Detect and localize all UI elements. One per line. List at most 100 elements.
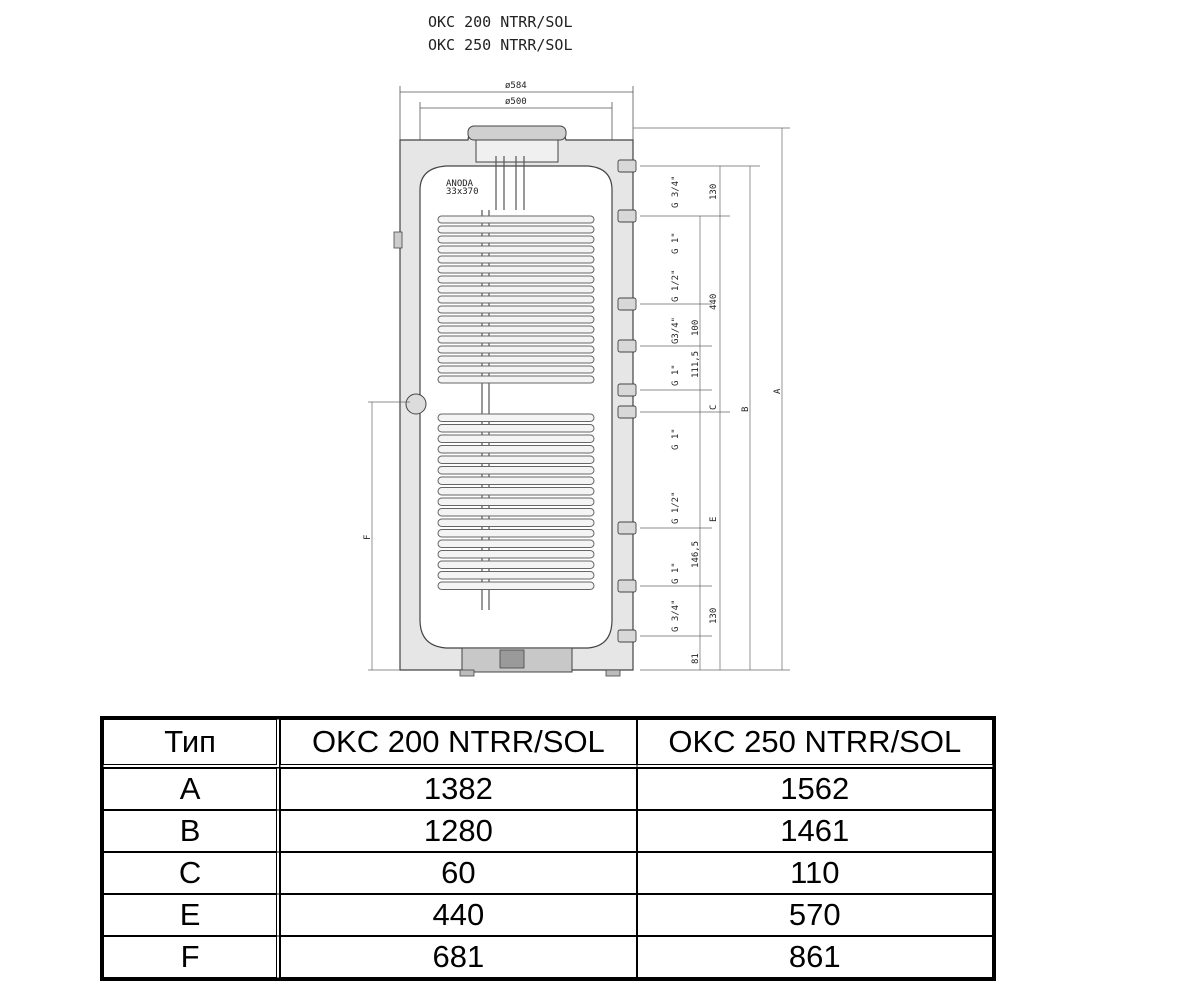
coil-turn [437,455,595,464]
thread-label: G 3/4" [671,175,681,208]
tank-technical-drawing: OKC 200 NTRR/SOL OKC 250 NTRR/SOL ø584 ø… [363,13,790,677]
coil-turn [437,365,595,374]
table-row: F 681 861 [103,936,993,978]
coil-turn [437,225,595,234]
top-cover [467,125,567,141]
coil-turn [437,434,595,443]
coil-turn [437,571,595,580]
feet [459,669,621,677]
pipe-connection [617,383,637,397]
coil-turn [437,518,595,527]
dimension-value: 146,5 [691,541,701,568]
thread-label: G 1/2" [671,491,681,524]
thread-label: G 1" [671,562,681,584]
coil-turn [437,285,595,294]
thread-label: G 1" [671,232,681,254]
table-row: E 440 570 [103,894,993,936]
coil-turn [437,335,595,344]
upper-heat-exchanger-coil [437,215,595,384]
coil-turn [437,355,595,364]
coil-turn [437,476,595,485]
right-dimension-lines [368,127,790,671]
thread-label: G 1" [671,428,681,450]
anode-label: ANODA [446,179,474,189]
coil-turn [437,245,595,254]
drain-valve [499,649,525,669]
left-thermometer-socket [393,231,403,249]
coil-turn [437,345,595,354]
pipe-connection [617,405,637,419]
coil-turn [437,235,595,244]
dimension-value: 100 [691,320,701,336]
coil-turn [437,424,595,433]
table-row: B 1280 1461 [103,810,993,852]
thread-label: G 3/4" [671,599,681,632]
row-label: A [103,768,281,810]
row-label: C [103,852,281,894]
row-label: F [103,936,281,978]
cell-okc-200: 440 [280,894,637,936]
header-type: Тип [103,719,281,768]
coil-turn [437,560,595,569]
pipe-connection [617,521,637,535]
cell-okc-250: 1562 [636,768,993,810]
anode-size-label: 33x370 [446,187,479,197]
coil-turn [437,215,595,224]
thread-label: G3/4" [671,317,681,344]
row-label: B [103,810,281,852]
dimension-value: 111,5 [691,351,701,378]
coil-turn [437,550,595,559]
cell-okc-250: 861 [636,936,993,978]
dimension-value: 440 [709,294,719,310]
drawing-title-2: OKC 250 NTRR/SOL [428,36,573,54]
table-row: A 1382 1562 [103,768,993,810]
cell-okc-200: 681 [280,936,637,978]
dimension-value: 130 [709,608,719,624]
cell-okc-250: 570 [636,894,993,936]
cell-okc-200: 60 [280,852,637,894]
table-header-row: Тип OKC 200 NTRR/SOL OKC 250 NTRR/SOL [103,719,993,768]
dimension-letter: F [363,535,373,540]
pipe-connection [617,297,637,311]
coil-turn [437,255,595,264]
header-okc-200: OKC 200 NTRR/SOL [280,719,637,768]
coil-turn [437,305,595,314]
pipe-connection [617,159,637,173]
side-connections [617,159,637,643]
pipe-connection [617,579,637,593]
thread-labels: G 3/4" G 1" G 1/2" G3/4" G 1" G 1" G 1/2" G 1" G… [671,175,681,632]
table-row: C 60 110 [103,852,993,894]
dimension-values: 130 440 100 111,5 146,5 130 81 [691,184,719,664]
dimension-value: 81 [691,653,701,664]
diameter-outer-label: ø584 [505,81,527,91]
pipe-connection [617,339,637,353]
coil-turn [437,325,595,334]
pipe-connection [617,209,637,223]
cell-okc-200: 1280 [280,810,637,852]
left-flange-port [405,393,427,415]
thread-label: G 1/2" [671,269,681,302]
pipe-connection [617,629,637,643]
coil-turn [437,487,595,496]
coil-turn [437,295,595,304]
diameter-dimensions [399,86,634,170]
header-okc-250: OKC 250 NTRR/SOL [636,719,993,768]
cell-okc-200: 1382 [280,768,637,810]
cell-okc-250: 110 [636,852,993,894]
coil-turn [437,539,595,548]
dimension-letter: A [773,388,783,394]
coil-turn [437,497,595,506]
dimension-letter: C [709,405,719,410]
thread-label: G 1" [671,364,681,386]
coil-turn [437,413,595,422]
coil-turn [437,375,595,384]
coil-turn [437,508,595,517]
dimension-letter: E [709,517,719,522]
diameter-inner-label: ø500 [505,97,527,107]
top-flange [475,139,559,163]
coil-turn [437,315,595,324]
coil-turn [437,275,595,284]
coil-turn [437,265,595,274]
dimension-value: 130 [709,184,719,200]
